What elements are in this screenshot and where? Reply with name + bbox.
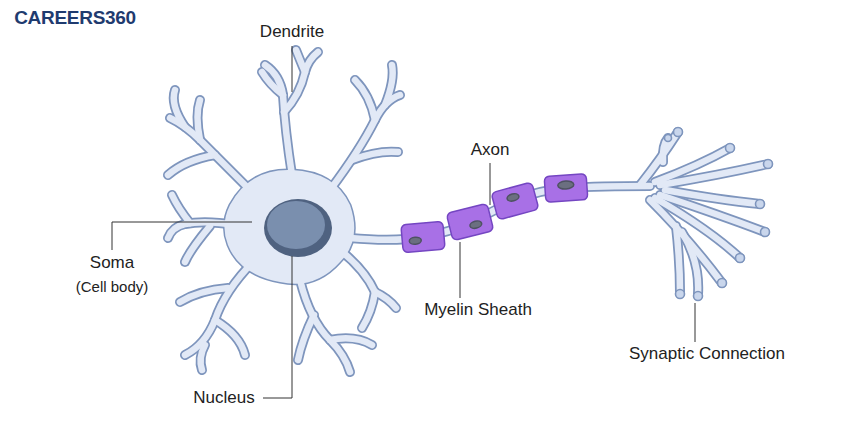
watermark: CAREERS360 [14, 7, 136, 30]
part-label: Synaptic Connection [629, 344, 785, 364]
part-note: (Cell body) [76, 278, 149, 296]
part-label: Soma [90, 253, 134, 273]
part-label: Dendrite [260, 22, 324, 42]
part-label: Myelin Sheath [424, 300, 532, 320]
part-label: Axon [471, 140, 510, 160]
part-label: Nucleus [193, 388, 254, 408]
leader-lines [112, 46, 695, 398]
